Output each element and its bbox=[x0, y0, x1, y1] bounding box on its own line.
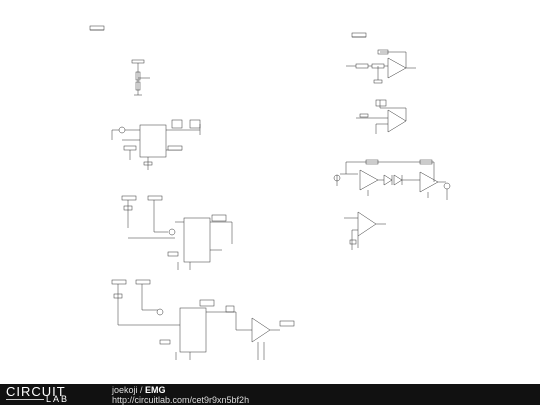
logo-bottom-text: LAB bbox=[46, 394, 70, 404]
stage-1-inamp bbox=[111, 119, 201, 170]
circuitlab-logo[interactable]: CIRCUIT LAB bbox=[6, 385, 88, 404]
reference-divider bbox=[131, 59, 150, 96]
stage-3-output bbox=[111, 279, 295, 360]
logo-line bbox=[6, 399, 44, 400]
stage-2-inamp bbox=[121, 195, 233, 270]
net-label bbox=[89, 25, 105, 31]
filter-highpass bbox=[346, 32, 416, 84]
author-line: joekoji / EMG bbox=[112, 385, 166, 395]
rectifier-stage bbox=[333, 159, 451, 200]
breadcrumb-separator: / bbox=[137, 385, 146, 395]
schematic-canvas bbox=[89, 25, 451, 360]
project-title: EMG bbox=[145, 385, 166, 395]
project-url[interactable]: http://circuitlab.com/cet9r9xn5bf2h bbox=[112, 395, 250, 405]
author-link[interactable]: joekoji bbox=[112, 385, 138, 395]
buffer-stage bbox=[344, 211, 386, 250]
filter-lowpass bbox=[356, 99, 407, 134]
logo-top-text: CIRCUIT bbox=[6, 384, 66, 399]
footer-bar: CIRCUIT LAB joekoji / EMG http://circuit… bbox=[0, 384, 540, 405]
